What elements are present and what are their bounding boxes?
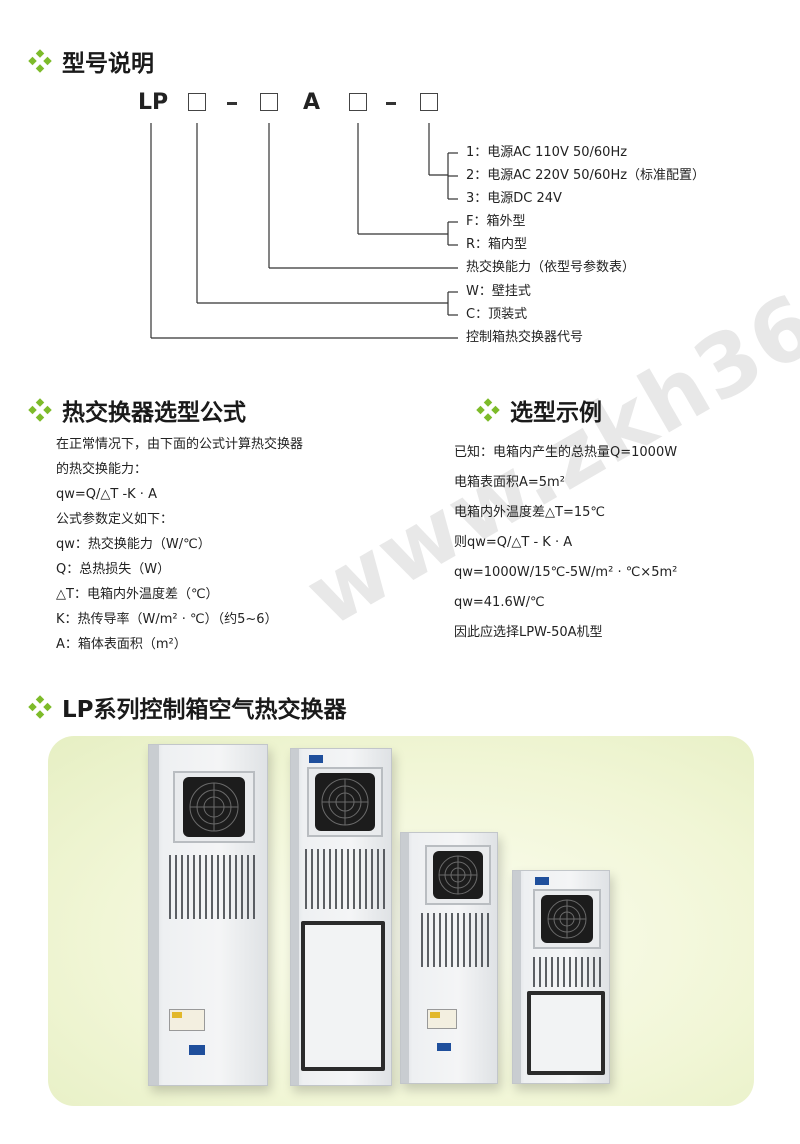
code-dash-2 <box>386 102 396 105</box>
diamond-cluster-icon <box>28 695 52 719</box>
model-code: LP A <box>138 90 438 118</box>
formula-line-9: A：箱体表面积（m²） <box>56 637 187 652</box>
legend-power-1: 1：电源AC 110V 50/60Hz <box>466 145 628 160</box>
diamond-cluster-icon <box>28 398 52 422</box>
product-photo-panel <box>48 736 754 1106</box>
section-example-title-text: 选型示例 <box>510 400 602 426</box>
example-line-2: 电箱表面积A=5m² <box>454 475 565 490</box>
code-prefix: LP <box>138 90 169 115</box>
fan-icon <box>315 773 375 831</box>
fan-icon <box>433 851 483 899</box>
formula-line-5: qw：热交换能力（W/℃） <box>56 537 211 552</box>
section-model-title-text: 型号说明 <box>62 51 154 77</box>
model-code-connector-lines <box>150 123 458 339</box>
formula-line-1: 在正常情况下，由下面的公式计算热交换器 <box>56 437 304 452</box>
code-dash-1 <box>227 102 237 105</box>
heat-exchanger-unit-4 <box>512 870 610 1084</box>
section-example-title: 选型示例 <box>476 393 602 427</box>
example-line-1: 已知：电箱内产生的总热量Q=1000W <box>454 445 678 460</box>
section-product-title-text: LP系列控制箱空气热交换器 <box>62 697 347 723</box>
fan-icon <box>541 895 593 943</box>
example-line-7: 因此应选择LPW-50A机型 <box>454 625 603 640</box>
heat-exchanger-unit-3 <box>400 832 498 1084</box>
code-slot-mount <box>188 93 206 111</box>
example-line-5: qw=1000W/15℃-5W/m² · ℃×5m² <box>454 565 678 580</box>
door-panel <box>301 921 385 1071</box>
code-slot-type <box>349 93 367 111</box>
code-slot-power <box>420 93 438 111</box>
formula-line-4: 公式参数定义如下： <box>56 512 174 527</box>
vent-grille <box>305 849 385 909</box>
brand-logo <box>189 1045 205 1055</box>
vent-grille <box>533 957 603 987</box>
brand-logo <box>309 755 323 763</box>
diamond-cluster-icon <box>28 49 52 73</box>
formula-line-2: 的热交换能力： <box>56 462 148 477</box>
vent-grille <box>169 855 259 919</box>
legend-prefix: 控制箱热交换器代号 <box>466 330 584 345</box>
formula-line-8: K：热传导率（W/m² · ℃）（约5~6） <box>56 612 278 627</box>
heat-exchanger-unit-1 <box>148 744 268 1086</box>
section-model-title: 型号说明 <box>28 44 154 78</box>
fan-icon <box>183 777 245 837</box>
section-product-title: LP系列控制箱空气热交换器 <box>28 690 347 724</box>
example-line-4: 则qw=Q/△T - K · A <box>454 535 573 550</box>
legend-capacity: 热交换能力（依型号参数表） <box>466 260 636 275</box>
code-slot-capacity <box>260 93 278 111</box>
legend-mount-w: W：壁挂式 <box>466 284 531 299</box>
formula-line-6: Q：总热损失（W） <box>56 562 171 577</box>
section-formula-title: 热交换器选型公式 <box>28 393 246 427</box>
warning-label <box>169 1009 205 1031</box>
legend-power-3: 3：电源DC 24V <box>466 191 562 206</box>
brand-logo <box>437 1043 451 1051</box>
formula-line-7: △T：电箱内外温度差（℃） <box>56 587 219 602</box>
vent-grille <box>421 913 493 967</box>
section-formula-title-text: 热交换器选型公式 <box>62 400 246 426</box>
formula-line-3: qw=Q/△T -K · A <box>56 487 157 502</box>
legend-type-f: F：箱外型 <box>466 214 526 229</box>
legend-type-r: R：箱内型 <box>466 237 528 252</box>
legend-power-2: 2：电源AC 220V 50/60Hz（标准配置） <box>466 168 706 183</box>
code-letter-a: A <box>303 90 321 115</box>
legend-mount-c: C：顶装式 <box>466 307 528 322</box>
heat-exchanger-unit-2 <box>290 748 392 1086</box>
example-line-6: qw=41.6W/℃ <box>454 595 545 610</box>
diamond-cluster-icon <box>476 398 500 422</box>
door-panel <box>527 991 605 1075</box>
example-line-3: 电箱内外温度差△T=15℃ <box>454 505 605 520</box>
brand-logo <box>535 877 549 885</box>
warning-label <box>427 1009 457 1029</box>
